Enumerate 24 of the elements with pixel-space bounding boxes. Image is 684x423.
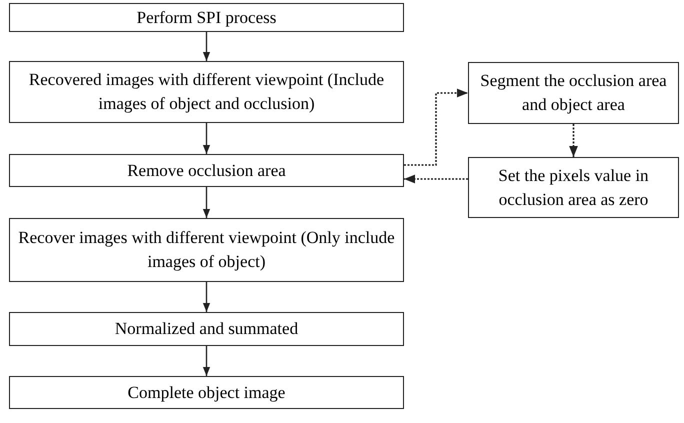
box-text: Perform SPI process [136,6,276,29]
arrow [404,88,468,166]
process-box [9,312,404,346]
process-box [9,3,404,32]
process-box [468,157,679,218]
process-box [9,61,404,123]
box-text: Segment the occlusion area and object area [479,70,668,116]
arrow [404,174,468,184]
box-text: Normalized and summated [114,318,298,340]
arrow [202,282,210,312]
box-text: Remove occlusion area [127,160,286,182]
box-text: Recover images with different viewpoint (Only include images of object) [18,227,395,273]
arrow [569,124,578,157]
process-box [9,218,404,282]
arrow [202,32,210,61]
box-text: Recovered images with different viewpoint (Include images of object and occlusion) [28,69,386,115]
box-text: Set the pixels value in occlusion area as zero [497,164,650,210]
process-box [9,154,404,187]
process-box [9,376,404,409]
arrow [202,187,210,218]
box-text: Complete object image [128,382,286,404]
arrow [202,123,210,154]
process-box [468,62,679,124]
arrow [202,346,210,376]
